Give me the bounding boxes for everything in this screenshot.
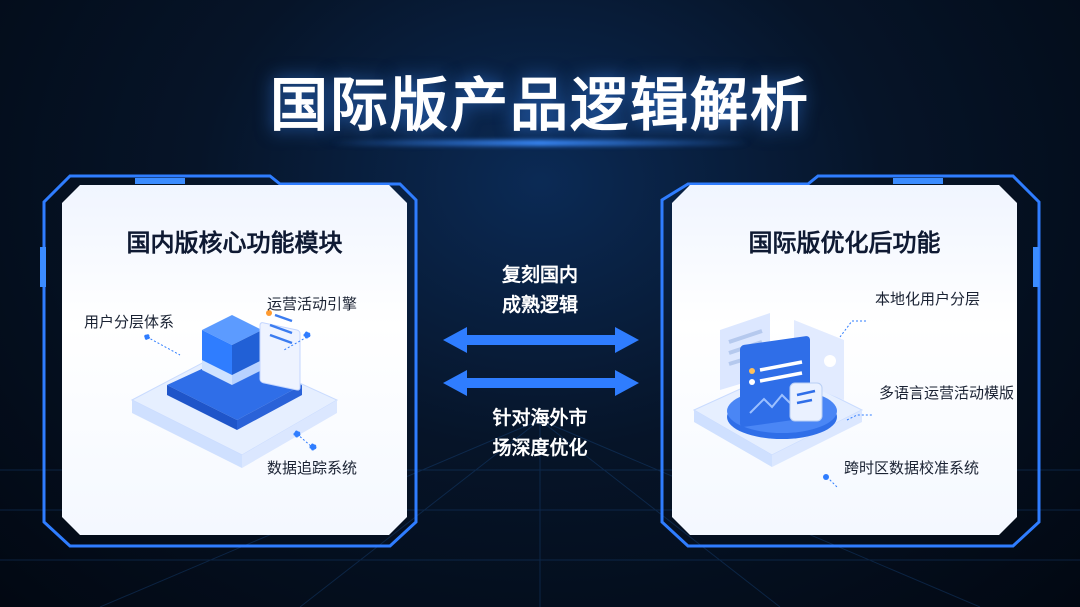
label-campaign-engine: 运营活动引擎 bbox=[267, 295, 358, 313]
middle-bottom-text: 针对海外市 场深度优化 bbox=[440, 403, 640, 463]
right-panel-frame bbox=[660, 174, 1041, 548]
double-arrow-icon bbox=[443, 370, 639, 396]
middle-bottom-line-2: 场深度优化 bbox=[492, 437, 588, 459]
label-user-segmentation: 用户分层体系 bbox=[84, 313, 175, 331]
middle-top-line-2: 成熟逻辑 bbox=[501, 294, 578, 316]
left-panel-frame bbox=[40, 174, 418, 548]
label-multilingual-templates: 多语言运营活动模版 bbox=[879, 384, 1015, 402]
middle-top-text: 复刻国内 成熟逻辑 bbox=[440, 260, 640, 320]
page-title: 国际版产品逻辑解析 bbox=[269, 71, 810, 139]
right-panel-title: 国际版优化后功能 bbox=[748, 229, 941, 257]
middle-top-line-1: 复刻国内 bbox=[501, 264, 578, 286]
title-glow bbox=[330, 140, 750, 146]
label-localized-segmentation: 本地化用户分层 bbox=[875, 290, 981, 308]
localization-illustration bbox=[672, 185, 1017, 535]
server-stack-illustration bbox=[62, 185, 407, 535]
double-arrow-icon bbox=[443, 327, 639, 353]
left-panel: 国内版核心功能模块 用户分层体系 运营活动引擎 数据追踪系统 bbox=[62, 185, 407, 535]
middle-bottom-line-1: 针对海外市 bbox=[492, 407, 588, 429]
label-data-tracking: 数据追踪系统 bbox=[267, 459, 358, 477]
left-panel-title: 国内版核心功能模块 bbox=[126, 229, 343, 257]
right-panel: 国际版优化后功能 本地化用户分层 多语言运营活动模版 跨时区数据校准系统 bbox=[672, 185, 1017, 535]
label-timezone-calibration: 跨时区数据校准系统 bbox=[844, 459, 980, 477]
